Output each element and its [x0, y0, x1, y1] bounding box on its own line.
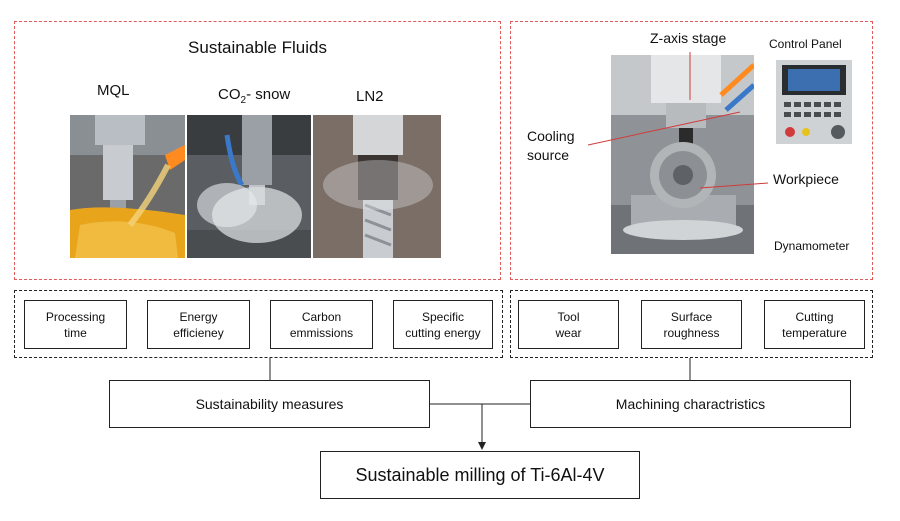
processing-time-box: Processing time — [24, 300, 127, 349]
method-label-ln2: LN2 — [356, 88, 384, 105]
machining-characteristics-box: Machining charactristics — [530, 380, 851, 428]
specific-cutting-energy-box: Specific cutting energy — [393, 300, 493, 349]
control-panel-photo — [776, 60, 852, 144]
cutting-temperature-box: Cutting temperature — [764, 300, 865, 349]
surface-roughness-box: Surface roughness — [641, 300, 742, 349]
method-label-mql: MQL — [97, 82, 130, 99]
machining-characteristics-group — [510, 290, 873, 358]
energy-efficiency-box: Energy efficieney — [147, 300, 250, 349]
control-panel-label: Control Panel — [769, 37, 842, 51]
co2-base: CO — [218, 86, 241, 103]
co2-subscript: 2 — [240, 95, 247, 106]
co2-suffix: - snow — [246, 86, 291, 103]
sustainability-measures-group — [14, 290, 503, 358]
sustainable-milling-result-box: Sustainable milling of Ti-6Al-4V — [320, 451, 640, 499]
co2-snow-photo — [187, 115, 311, 258]
mql-photo — [70, 115, 185, 258]
dynamometer-label: Dynamometer — [774, 239, 850, 253]
z-axis-stage-label: Z-axis stage — [650, 30, 727, 46]
workpiece-label: Workpiece — [773, 171, 839, 187]
cooling-source-label: Cooling source — [527, 128, 575, 163]
ln2-photo — [313, 115, 441, 258]
method-label-co2: CO2- snow — [218, 86, 290, 106]
machine-setup-photo — [611, 55, 754, 254]
sustainability-measures-box: Sustainability measures — [109, 380, 430, 428]
carbon-emissions-box: Carbon emmissions — [270, 300, 373, 349]
tool-wear-box: Tool wear — [518, 300, 619, 349]
fluids-title: Sustainable Fluids — [188, 38, 327, 57]
experimental-setup-panel — [510, 21, 873, 280]
sustainable-fluids-panel — [14, 21, 501, 280]
